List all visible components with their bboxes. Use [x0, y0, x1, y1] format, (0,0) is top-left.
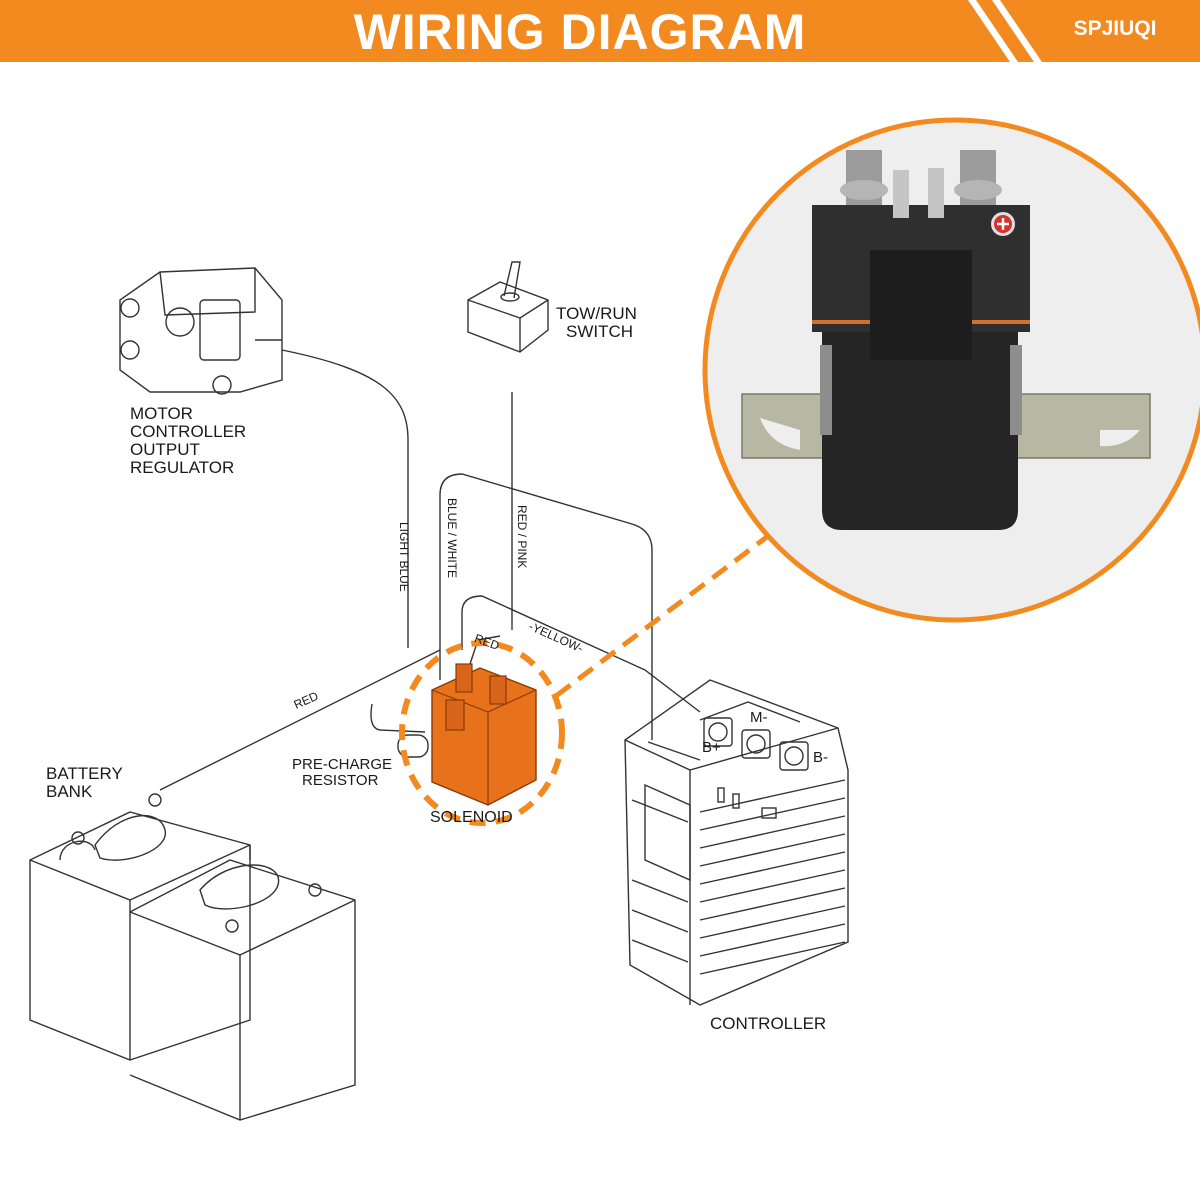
solenoid-photo [702, 117, 1200, 623]
tow-run-switch-label: TOW/RUN SWITCH [556, 305, 637, 341]
terminal-m-minus: M- [750, 709, 768, 726]
controller-drawing [624, 679, 849, 1006]
wire-label-light-blue: LIGHT BLUE [397, 522, 411, 592]
tow-run-switch-line1: TOW/RUN [556, 304, 637, 323]
battery-bank-drawing [29, 793, 356, 1121]
terminal-b-minus: B- [813, 749, 828, 766]
wire-label-blue-white: BLUE / WHITE [445, 498, 459, 579]
battery-bank-line1: BATTERY [46, 764, 123, 783]
motor-controller-line3: OUTPUT [130, 439, 200, 459]
red-short-wire [467, 635, 501, 671]
solenoid-drawing [431, 663, 537, 806]
controller-label: CONTROLLER [710, 1014, 827, 1033]
solenoid-label: SOLENOID [430, 809, 513, 826]
pre-charge-line1: PRE-CHARGE [292, 756, 393, 773]
tow-run-switch-drawing [467, 261, 549, 353]
battery-bank-label: BATTERY BANK [46, 765, 123, 801]
pre-charge-resistor-label: PRE-CHARGE RESISTOR [292, 757, 392, 789]
page-title: WIRING DIAGRAM [353, 4, 807, 60]
wire-label-red-pink: RED / PINK [515, 505, 529, 569]
light-blue-wire [281, 349, 409, 648]
motor-controller-line4: REGULATOR [130, 457, 235, 477]
callout-leader-line [554, 528, 778, 698]
resistor-drawing [397, 734, 429, 758]
motor-controller-line1: MOTOR [130, 404, 193, 423]
motor-controller-drawing [119, 267, 283, 395]
terminal-b-plus: B+ [702, 739, 721, 756]
motor-controller-line2: CONTROLLER [130, 421, 247, 441]
header-banner [0, 0, 1200, 62]
highlight-circle [399, 640, 565, 826]
brand-label: SPJIUQI [1073, 17, 1157, 40]
battery-bank-line2: BANK [46, 781, 93, 801]
yellow-wire [461, 595, 701, 713]
blue-white-wire [439, 473, 653, 740]
red-main-wire [159, 649, 441, 791]
motor-controller-label: MOTOR CONTROLLER OUTPUT REGULATOR [130, 405, 246, 476]
pre-charge-line2: RESISTOR [302, 771, 379, 789]
tow-run-switch-line2: SWITCH [566, 321, 634, 341]
resistor-wire [370, 703, 426, 733]
